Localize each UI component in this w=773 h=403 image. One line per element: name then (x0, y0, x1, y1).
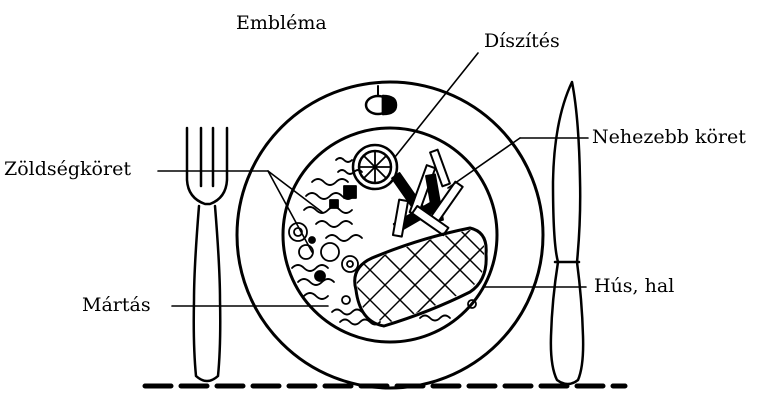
label-embleme: Embléma (236, 14, 327, 33)
label-martas: Mártás (82, 296, 151, 315)
leader-nehezebb-koret-b (448, 138, 520, 188)
label-zoldsegkoret: Zöldségköret (4, 160, 131, 179)
leader-diszites (395, 53, 478, 157)
plate-icon (237, 82, 543, 388)
knife-icon (551, 82, 583, 384)
label-diszites: Díszítés (484, 32, 560, 51)
lemon-slice-icon (353, 145, 397, 189)
label-hus-hal: Hús, hal (594, 277, 674, 296)
leader-zoldsegkoret-c (268, 171, 312, 252)
fork-icon (187, 128, 227, 381)
fries-icon (392, 150, 463, 237)
emblem-icon (366, 86, 396, 114)
label-nehezebb-koret: Nehezebb köret (592, 128, 746, 147)
leader-zoldsegkoret-b (268, 171, 322, 212)
